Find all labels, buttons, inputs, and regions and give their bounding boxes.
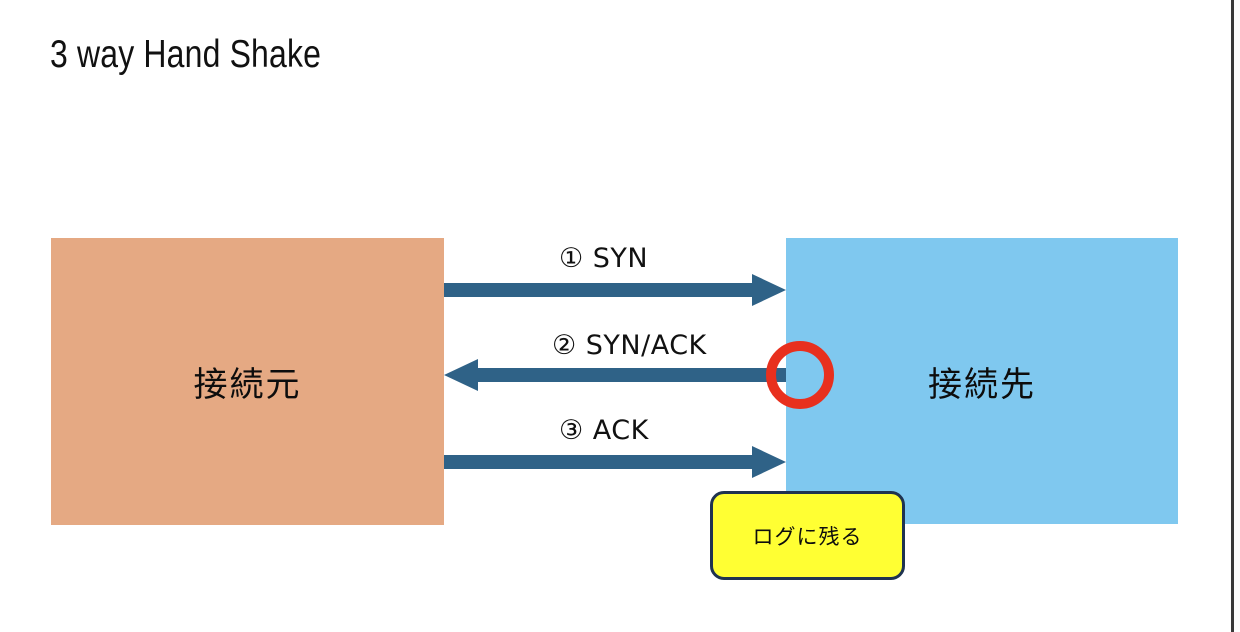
arrow-label-ack: ③ ACK xyxy=(559,415,649,446)
arrow-syn-ack xyxy=(444,359,786,391)
callout-log-note-text: ログに残る xyxy=(752,524,863,549)
node-box-source: 接続元 xyxy=(51,238,444,525)
node-box-destination-label: 接続先 xyxy=(928,364,1036,405)
callout-log-note: ログに残る xyxy=(710,491,905,580)
arrow-label-syn: ① SYN xyxy=(559,243,649,274)
arrow-label-syn-ack: ② SYN/ACK xyxy=(552,330,707,361)
arrow-ack xyxy=(444,446,786,478)
page-title: 3 way Hand Shake xyxy=(50,33,322,76)
slide-frame-right-edge xyxy=(1231,0,1234,632)
arrow-syn xyxy=(444,274,786,306)
node-box-source-label: 接続元 xyxy=(193,365,302,405)
red-circle-highlight-icon xyxy=(766,341,834,409)
node-box-destination: 接続先 xyxy=(786,238,1178,524)
